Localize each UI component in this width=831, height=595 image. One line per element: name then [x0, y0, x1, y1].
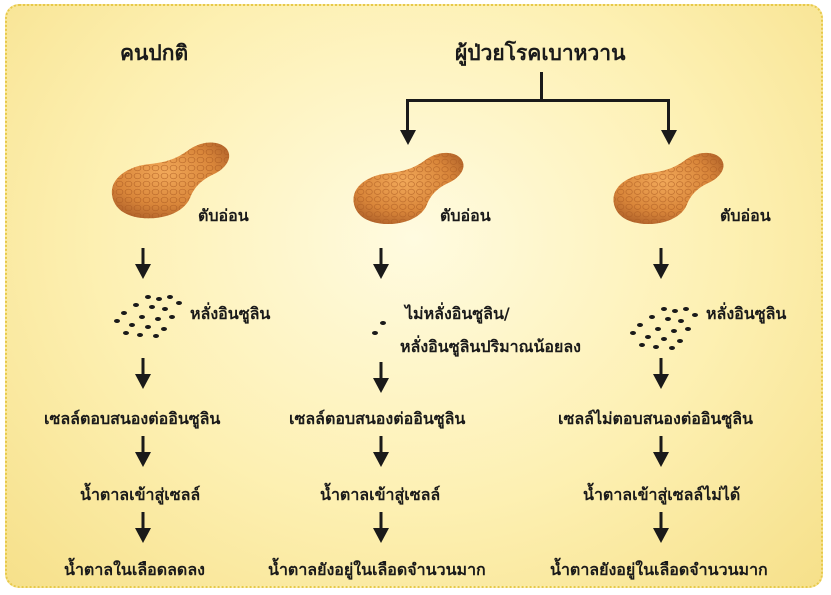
- insulin-dots-icon: [628, 305, 700, 351]
- cell-response-label: เซลล์ตอบสนองต่ออินซูลิน: [289, 409, 465, 429]
- arrow-down-icon: [372, 248, 390, 280]
- branch-left-arrowhead: [399, 130, 417, 146]
- pancreas-icon: [608, 150, 728, 228]
- blood-sugar-label: น้ำตาลยังอยู่ในเลือดจำนวนมาก: [550, 560, 768, 580]
- secretion-label: หลั่งอินซูลิน: [190, 304, 270, 324]
- arrow-down-icon: [652, 358, 670, 390]
- sugar-entry-label: น้ำตาลเข้าสู่เซลล์: [320, 485, 440, 505]
- organ-label: ตับอ่อน: [198, 206, 249, 226]
- arrow-down-icon: [134, 512, 152, 544]
- arrow-down-icon: [134, 248, 152, 280]
- insulin-dots-icon: [370, 318, 390, 338]
- branch-bar: [406, 99, 670, 102]
- arrow-down-icon: [134, 436, 152, 468]
- arrow-down-icon: [652, 436, 670, 468]
- arrow-down-icon: [372, 362, 390, 394]
- sugar-entry-label: น้ำตาลเข้าสู่เซลล์ไม่ได้: [583, 485, 740, 505]
- header-diabetic: ผู้ป่วยโรคเบาหวาน: [455, 40, 625, 66]
- secretion-label: หลั่งอินซูลิน: [706, 304, 786, 324]
- header-normal: คนปกติ: [120, 40, 188, 66]
- insulin-dots-icon: [112, 293, 184, 339]
- cell-response-label: เซลล์ตอบสนองต่ออินซูลิน: [44, 409, 220, 429]
- secretion-label: หลั่งอินซูลินปริมาณน้อยลง: [400, 337, 581, 357]
- arrow-down-icon: [372, 512, 390, 544]
- organ-label: ตับอ่อน: [440, 206, 491, 226]
- secretion-label: ไม่หลั่งอินซูลิน/: [405, 304, 510, 324]
- organ-label: ตับอ่อน: [720, 206, 771, 226]
- branch-stem: [540, 72, 543, 100]
- arrow-down-icon: [652, 512, 670, 544]
- cell-response-label: เซลล์ไม่ตอบสนองต่ออินซูลิน: [558, 409, 753, 429]
- arrow-down-icon: [372, 436, 390, 468]
- blood-sugar-label: น้ำตาลในเลือดลดลง: [64, 560, 205, 580]
- arrow-down-icon: [652, 248, 670, 280]
- blood-sugar-label: น้ำตาลยังอยู่ในเลือดจำนวนมาก: [268, 560, 486, 580]
- arrow-down-icon: [134, 358, 152, 390]
- branch-right-arrowhead: [660, 130, 678, 146]
- sugar-entry-label: น้ำตาลเข้าสู่เซลล์: [80, 485, 200, 505]
